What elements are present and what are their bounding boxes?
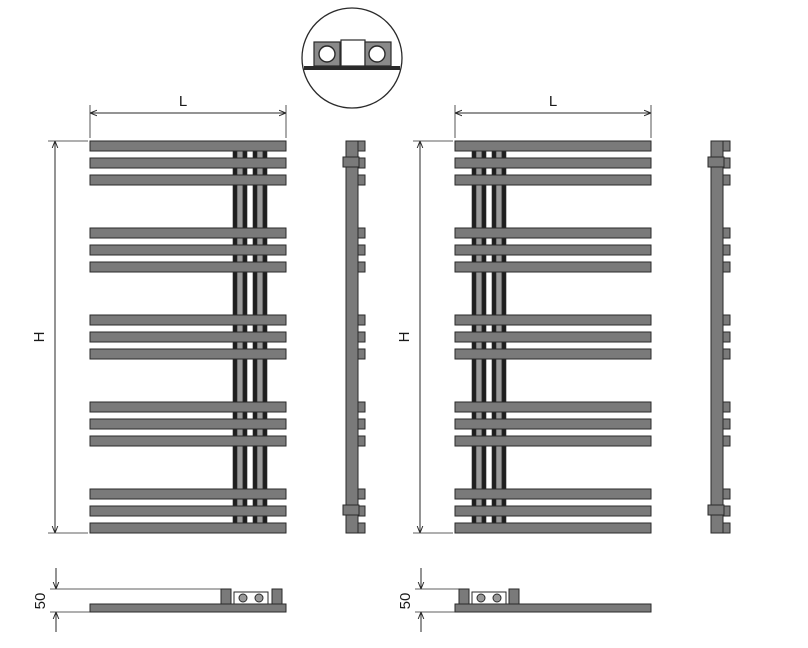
heating-bar [454, 140, 652, 152]
heating-bar [454, 244, 652, 256]
side-bar-end [722, 418, 731, 430]
heating-bar [454, 261, 652, 273]
heating-bar [89, 314, 287, 326]
wall-bracket [707, 156, 725, 168]
heating-bar [454, 331, 652, 343]
side-bar-end [722, 244, 731, 256]
heating-bar [89, 401, 287, 413]
heating-bar [89, 261, 287, 273]
heating-bar [454, 157, 652, 169]
left-heating-bars [89, 140, 287, 534]
side-bar-end [357, 261, 366, 273]
heating-bar [89, 244, 287, 256]
side-bar-end [722, 488, 731, 500]
heating-bar [454, 435, 652, 447]
side-bar-end [722, 348, 731, 360]
heating-bar [454, 488, 652, 500]
side-bar-end [357, 227, 366, 239]
side-bar-end [722, 331, 731, 343]
heating-bar [454, 401, 652, 413]
heating-bar [89, 488, 287, 500]
connection-detail-view [301, 7, 403, 109]
side-bar-end [357, 314, 366, 326]
heating-bar [89, 435, 287, 447]
right-heating-bars [454, 140, 652, 534]
side-bar-end [722, 174, 731, 186]
side-bar-end [722, 227, 731, 239]
heating-bar [89, 174, 287, 186]
heating-bar [89, 522, 287, 534]
side-bar-end [722, 261, 731, 273]
side-collector [710, 140, 724, 534]
heating-bar [454, 505, 652, 517]
right-width-label: L [549, 93, 557, 110]
heating-bar [454, 522, 652, 534]
side-bar-end [357, 140, 366, 152]
side-bar-end [722, 522, 731, 534]
heating-bar [454, 314, 652, 326]
left-width-label: L [179, 93, 187, 110]
wall-bracket [707, 504, 725, 516]
left-top-view: 50 [32, 568, 287, 632]
left-depth-label: 50 [32, 593, 49, 610]
side-bar-end [357, 401, 366, 413]
side-bar-end [357, 174, 366, 186]
side-bar-end [357, 244, 366, 256]
heating-bar [89, 157, 287, 169]
heating-bar [89, 348, 287, 360]
side-bar-end [357, 435, 366, 447]
heating-bar [89, 227, 287, 239]
right-side-view [707, 140, 731, 534]
heating-bar [89, 331, 287, 343]
side-bar-end [722, 401, 731, 413]
side-bar-end [357, 331, 366, 343]
side-bar-end [722, 140, 731, 152]
right-depth-label: 50 [397, 593, 414, 610]
side-bar-end [722, 435, 731, 447]
right-front-view: L H [396, 93, 652, 534]
wall-bracket [342, 156, 360, 168]
side-bar-end [357, 348, 366, 360]
heating-bar [454, 174, 652, 186]
right-height-label: H [396, 332, 413, 343]
side-bar-end [357, 522, 366, 534]
left-side-view [342, 140, 366, 534]
heating-bar [89, 140, 287, 152]
right-top-view: 50 [397, 568, 652, 632]
left-height-label: H [31, 332, 48, 343]
heating-bar [454, 348, 652, 360]
left-front-view: L H [31, 93, 287, 534]
wall-bracket [342, 504, 360, 516]
side-bar-end [722, 314, 731, 326]
heating-bar [454, 227, 652, 239]
side-collector [345, 140, 359, 534]
side-bar-end [357, 488, 366, 500]
heating-bar [454, 418, 652, 430]
side-bar-end [357, 418, 366, 430]
heating-bar [89, 418, 287, 430]
heating-bar [89, 505, 287, 517]
